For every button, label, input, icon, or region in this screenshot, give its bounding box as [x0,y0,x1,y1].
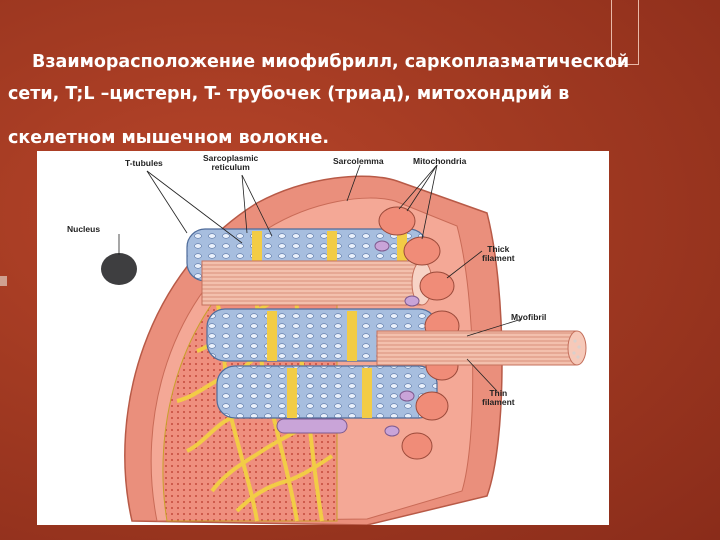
label-myofibril: Myofibril [511,312,547,322]
slide-title: Взаиморасположение миофибрилл, саркоплаз… [8,46,648,154]
decorative-frame-bar [611,0,639,65]
label-thin-line-2: filament [482,397,515,407]
label-t-tubules: T-tubules [125,158,163,168]
label-thin-line-1: Thin [489,388,508,398]
label-sarcoplasmic-reticulum: Sarcoplasmic reticulum [203,154,258,172]
title-line-2: сети, T;L –цистерн, T- трубочек (триад),… [8,84,570,104]
protruding-myofibril [376,330,587,366]
label-sarcoplasmic-line-2: reticulum [211,162,250,172]
myofibril-row-middle [201,260,433,306]
slide-edge-marker [0,276,7,286]
label-thick-line-2: filament [482,253,515,263]
label-nucleus: Nucleus [67,224,101,234]
title-line-1: Взаиморасположение миофибрилл, саркоплаз… [32,52,630,72]
nucleus [101,253,137,285]
muscle-fiber-diagram: T-tubules Sarcoplasmic reticulum Sarcole… [37,151,609,525]
label-sarcoplasmic-line-1: Sarcoplasmic [203,153,259,163]
label-thin-filament: Thin filament [482,389,515,407]
label-thick-line-1: Thick [487,244,510,254]
label-thick-filament: Thick filament [482,245,515,263]
muscle-fiber-illustration [101,164,587,525]
label-mitochondria: Mitochondria [413,156,467,166]
leader-lines [118,164,523,392]
title-line-3: скелетном мышечном волокне. [8,128,329,148]
label-sarcolemma: Sarcolemma [333,156,384,166]
